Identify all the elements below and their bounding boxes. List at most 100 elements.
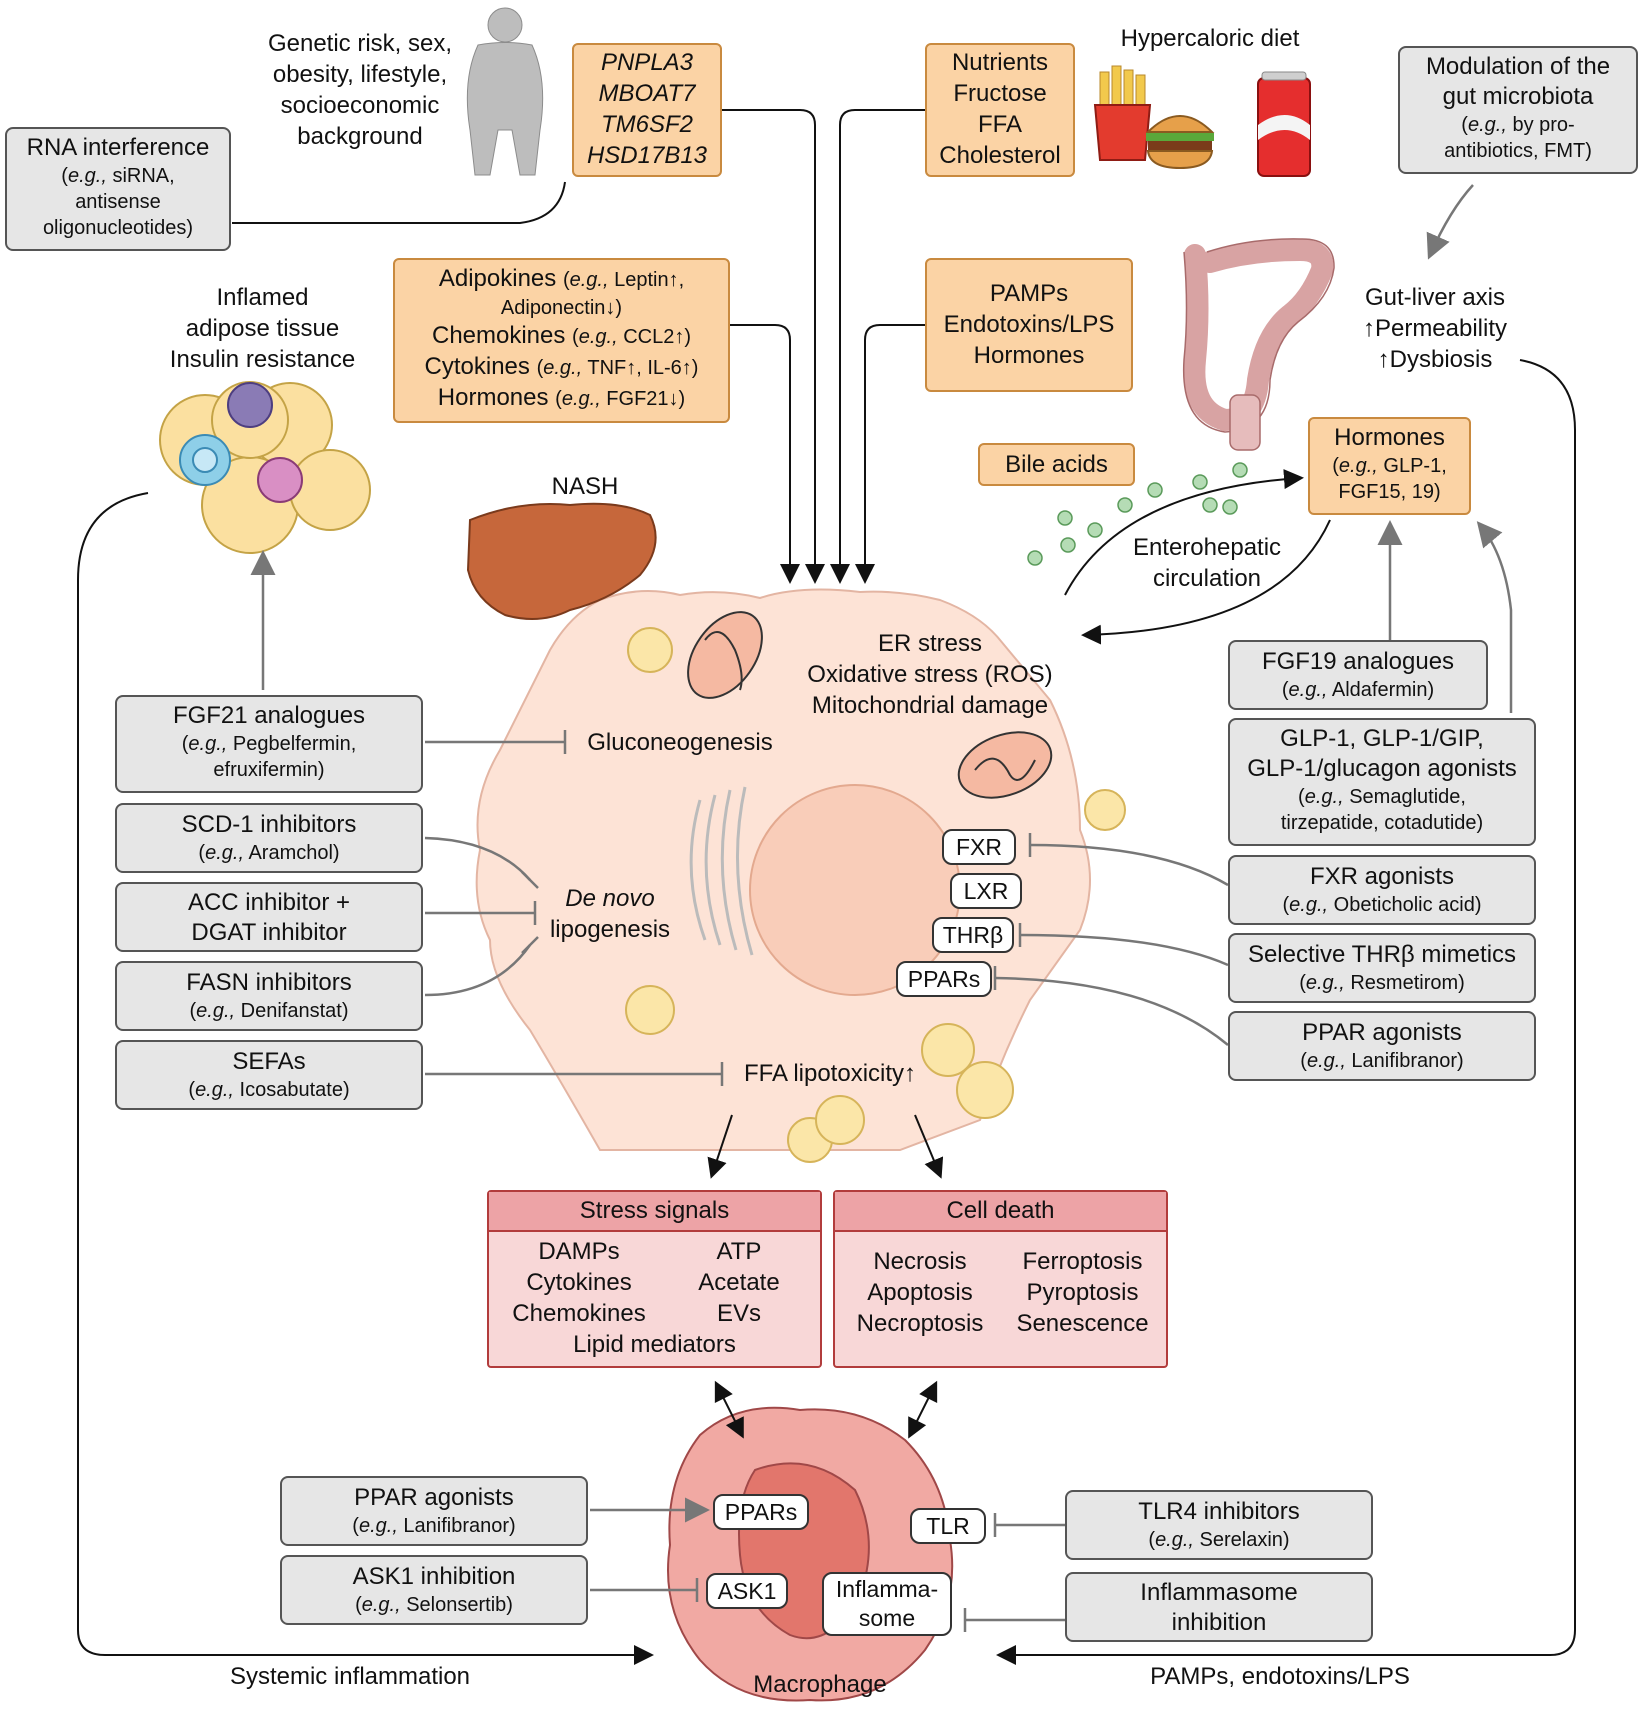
chemokines-text: Chemokines bbox=[431, 322, 573, 349]
sefas-box: SEFAs (e.g., Icosabutate) bbox=[115, 1040, 423, 1110]
drug-detail: (e.g., Obeticholic acid) bbox=[1282, 894, 1482, 916]
stress-line: Mitochondrial damage bbox=[811, 692, 1049, 719]
eg-text: e.g., bbox=[358, 1515, 398, 1537]
eg-text: e.g., bbox=[196, 1000, 236, 1022]
eg-text: e.g., bbox=[205, 842, 244, 864]
enterohepatic-line: Enterohepatic bbox=[1132, 534, 1282, 561]
glp1-agonists-box: GLP-1, GLP-1/GIP, GLP-1/glucagon agonist… bbox=[1228, 718, 1536, 846]
hypercaloric-diet-label: Hypercaloric diet bbox=[1120, 25, 1300, 52]
stress-signal-item: DAMPs bbox=[538, 1238, 620, 1265]
gene-hsd17b13: HSD17B13 bbox=[586, 142, 708, 169]
eg-text: e.g., bbox=[1306, 1050, 1346, 1072]
eg-text: e.g., bbox=[67, 165, 107, 187]
adipokines-box: Adipokines (e.g., Leptin↑, Adiponectin↓)… bbox=[393, 258, 730, 423]
rna-detail-line: oligonucleotides) bbox=[42, 217, 194, 239]
adipokines-text: Adipokines bbox=[438, 265, 563, 292]
drug-name: Selective THRβ mimetics bbox=[1247, 941, 1517, 968]
rna-detail-text: siRNA, bbox=[106, 165, 175, 187]
cell-death-item: Ferroptosis bbox=[1022, 1248, 1143, 1275]
drug-name: FXR agonists bbox=[1309, 863, 1455, 890]
ppars-receptor: PPARs bbox=[896, 961, 992, 997]
stress-signal-item: EVs bbox=[716, 1300, 761, 1327]
acc-dgat-inhibitor-box: ACC inhibitor + DGAT inhibitor bbox=[115, 882, 423, 952]
eg-text: e.g., bbox=[1289, 894, 1329, 916]
pamps-line: PAMPs bbox=[989, 280, 1069, 307]
drug-example: Icosabutate) bbox=[233, 1079, 350, 1101]
nutrients-line: FFA bbox=[977, 111, 1022, 138]
stress-signal-item: ATP bbox=[716, 1238, 762, 1265]
nutrients-line: Nutrients bbox=[951, 49, 1049, 76]
stress-line: ER stress bbox=[877, 630, 982, 657]
gut-liver-line: ↑Permeability bbox=[1362, 315, 1508, 342]
drug-detail: (e.g., Semaglutide, bbox=[1298, 786, 1466, 808]
mitochondrion-2 bbox=[957, 731, 1053, 799]
cell-death-item: Necroptosis bbox=[856, 1310, 984, 1337]
pamps-line: Hormones bbox=[973, 342, 1085, 369]
cytokines-example: TNF↑, IL-6↑) bbox=[582, 357, 699, 379]
cell-death-left-column: Necrosis Apoptosis Necroptosis bbox=[845, 1246, 995, 1339]
cell-death-item: Senescence bbox=[1016, 1310, 1149, 1337]
gene-pnpla3: PNPLA3 bbox=[600, 49, 694, 76]
rna-detail-line: antisense bbox=[75, 191, 161, 213]
fries-illustration bbox=[1093, 65, 1152, 161]
fxr-receptor: FXR bbox=[942, 829, 1016, 865]
gluconeogenesis-label: Gluconeogenesis bbox=[587, 729, 773, 756]
rna-interference-box: RNA interference (e.g., siRNA, antisense… bbox=[5, 127, 231, 251]
endoplasmic-reticulum bbox=[689, 786, 754, 956]
drug-detail: (e.g., Selonsertib) bbox=[355, 1594, 513, 1616]
drug-detail: (e.g., Resmetirom) bbox=[1299, 972, 1465, 994]
lipid-droplets bbox=[625, 627, 1126, 1163]
drug-example: Denifanstat) bbox=[235, 1000, 349, 1022]
eg-text: e.g., bbox=[569, 269, 609, 291]
drug-detail: (e.g., Aldafermin) bbox=[1281, 679, 1435, 701]
drug-detail: tirzepatide, cotadutide) bbox=[1280, 812, 1484, 834]
ask1-inhibition-box: ASK1 inhibition (e.g., Selonsertib) bbox=[280, 1555, 588, 1625]
ppar-agonists-box: PPAR agonists (e.g., Lanifibranor) bbox=[1228, 1011, 1536, 1081]
drug-name: inhibition bbox=[1171, 1609, 1267, 1636]
drug-example: Resmetirom) bbox=[1344, 972, 1465, 994]
pamps-box: PAMPs Endotoxins/LPS Hormones bbox=[925, 258, 1133, 392]
genetic-risk-line: obesity, lifestyle, bbox=[272, 61, 448, 88]
soda-can-illustration bbox=[1257, 71, 1311, 177]
macrophage-label: Macrophage bbox=[753, 1671, 887, 1698]
eg-text: e.g., bbox=[578, 326, 618, 348]
drug-name: ACC inhibitor + bbox=[187, 889, 351, 916]
person-silhouette bbox=[466, 7, 544, 176]
fasn-inhibitors-box: FASN inhibitors (e.g., Denifanstat) bbox=[115, 961, 423, 1031]
eg-text: e.g., bbox=[1305, 972, 1345, 994]
nutrients-line: Cholesterol bbox=[939, 142, 1061, 169]
adipose-line: adipose tissue bbox=[185, 315, 340, 342]
drug-example: Pegbelfermin, bbox=[227, 733, 357, 755]
adipose-cells bbox=[159, 381, 371, 554]
gut-hormones-box: Hormones (e.g., GLP-1, FGF15, 19) bbox=[1308, 417, 1471, 515]
fgf21-analogues-box: FGF21 analogues (e.g., Pegbelfermin, efr… bbox=[115, 695, 423, 793]
gut-hormones-text: GLP-1, bbox=[1377, 455, 1447, 477]
gut-microbiota-detail: antibiotics, FMT) bbox=[1444, 140, 1592, 162]
eg-text: e.g., bbox=[1304, 786, 1344, 808]
eg-text: e.g., bbox=[195, 1079, 234, 1101]
intestine-illustration bbox=[1183, 238, 1334, 432]
drug-name: DGAT inhibitor bbox=[191, 919, 347, 946]
de-novo-lipogenesis-label: De novo lipogenesis bbox=[540, 883, 680, 945]
bile-acids-box: Bile acids bbox=[978, 443, 1135, 486]
rectum-illustration bbox=[1229, 394, 1261, 451]
drug-detail: (e.g., Lanifibranor) bbox=[1300, 1050, 1464, 1072]
cell-death-item: Necrosis bbox=[873, 1248, 967, 1275]
macrophage-ppars: PPARs bbox=[713, 1494, 809, 1530]
chemokines-line: Chemokines (e.g., CCL2↑) bbox=[431, 322, 691, 349]
thrb-mimetics-box: Selective THRβ mimetics (e.g., Resmetiro… bbox=[1228, 933, 1536, 1003]
gut-liver-axis-label: Gut-liver axis ↑Permeability ↑Dysbiosis bbox=[1345, 282, 1525, 375]
drug-example: Lanifibranor) bbox=[397, 1515, 516, 1537]
burger-illustration bbox=[1145, 115, 1215, 170]
stress-signal-item: Chemokines bbox=[512, 1300, 646, 1327]
macrophage-inflammasome: Inflamma- some bbox=[822, 1572, 952, 1636]
cell-death-right-column: Ferroptosis Pyroptosis Senescence bbox=[1005, 1246, 1160, 1339]
lxr-receptor: LXR bbox=[950, 873, 1022, 909]
hepatocyte-stress-label: ER stress Oxidative stress (ROS) Mitocho… bbox=[780, 628, 1080, 721]
systemic-inflammation-label: Systemic inflammation bbox=[229, 1663, 471, 1690]
dnl-line: lipogenesis bbox=[549, 916, 671, 943]
nash-label: NASH bbox=[551, 473, 619, 500]
intestine-outline bbox=[1182, 238, 1335, 433]
scd1-inhibitors-box: SCD-1 inhibitors (e.g., Aramchol) bbox=[115, 803, 423, 873]
